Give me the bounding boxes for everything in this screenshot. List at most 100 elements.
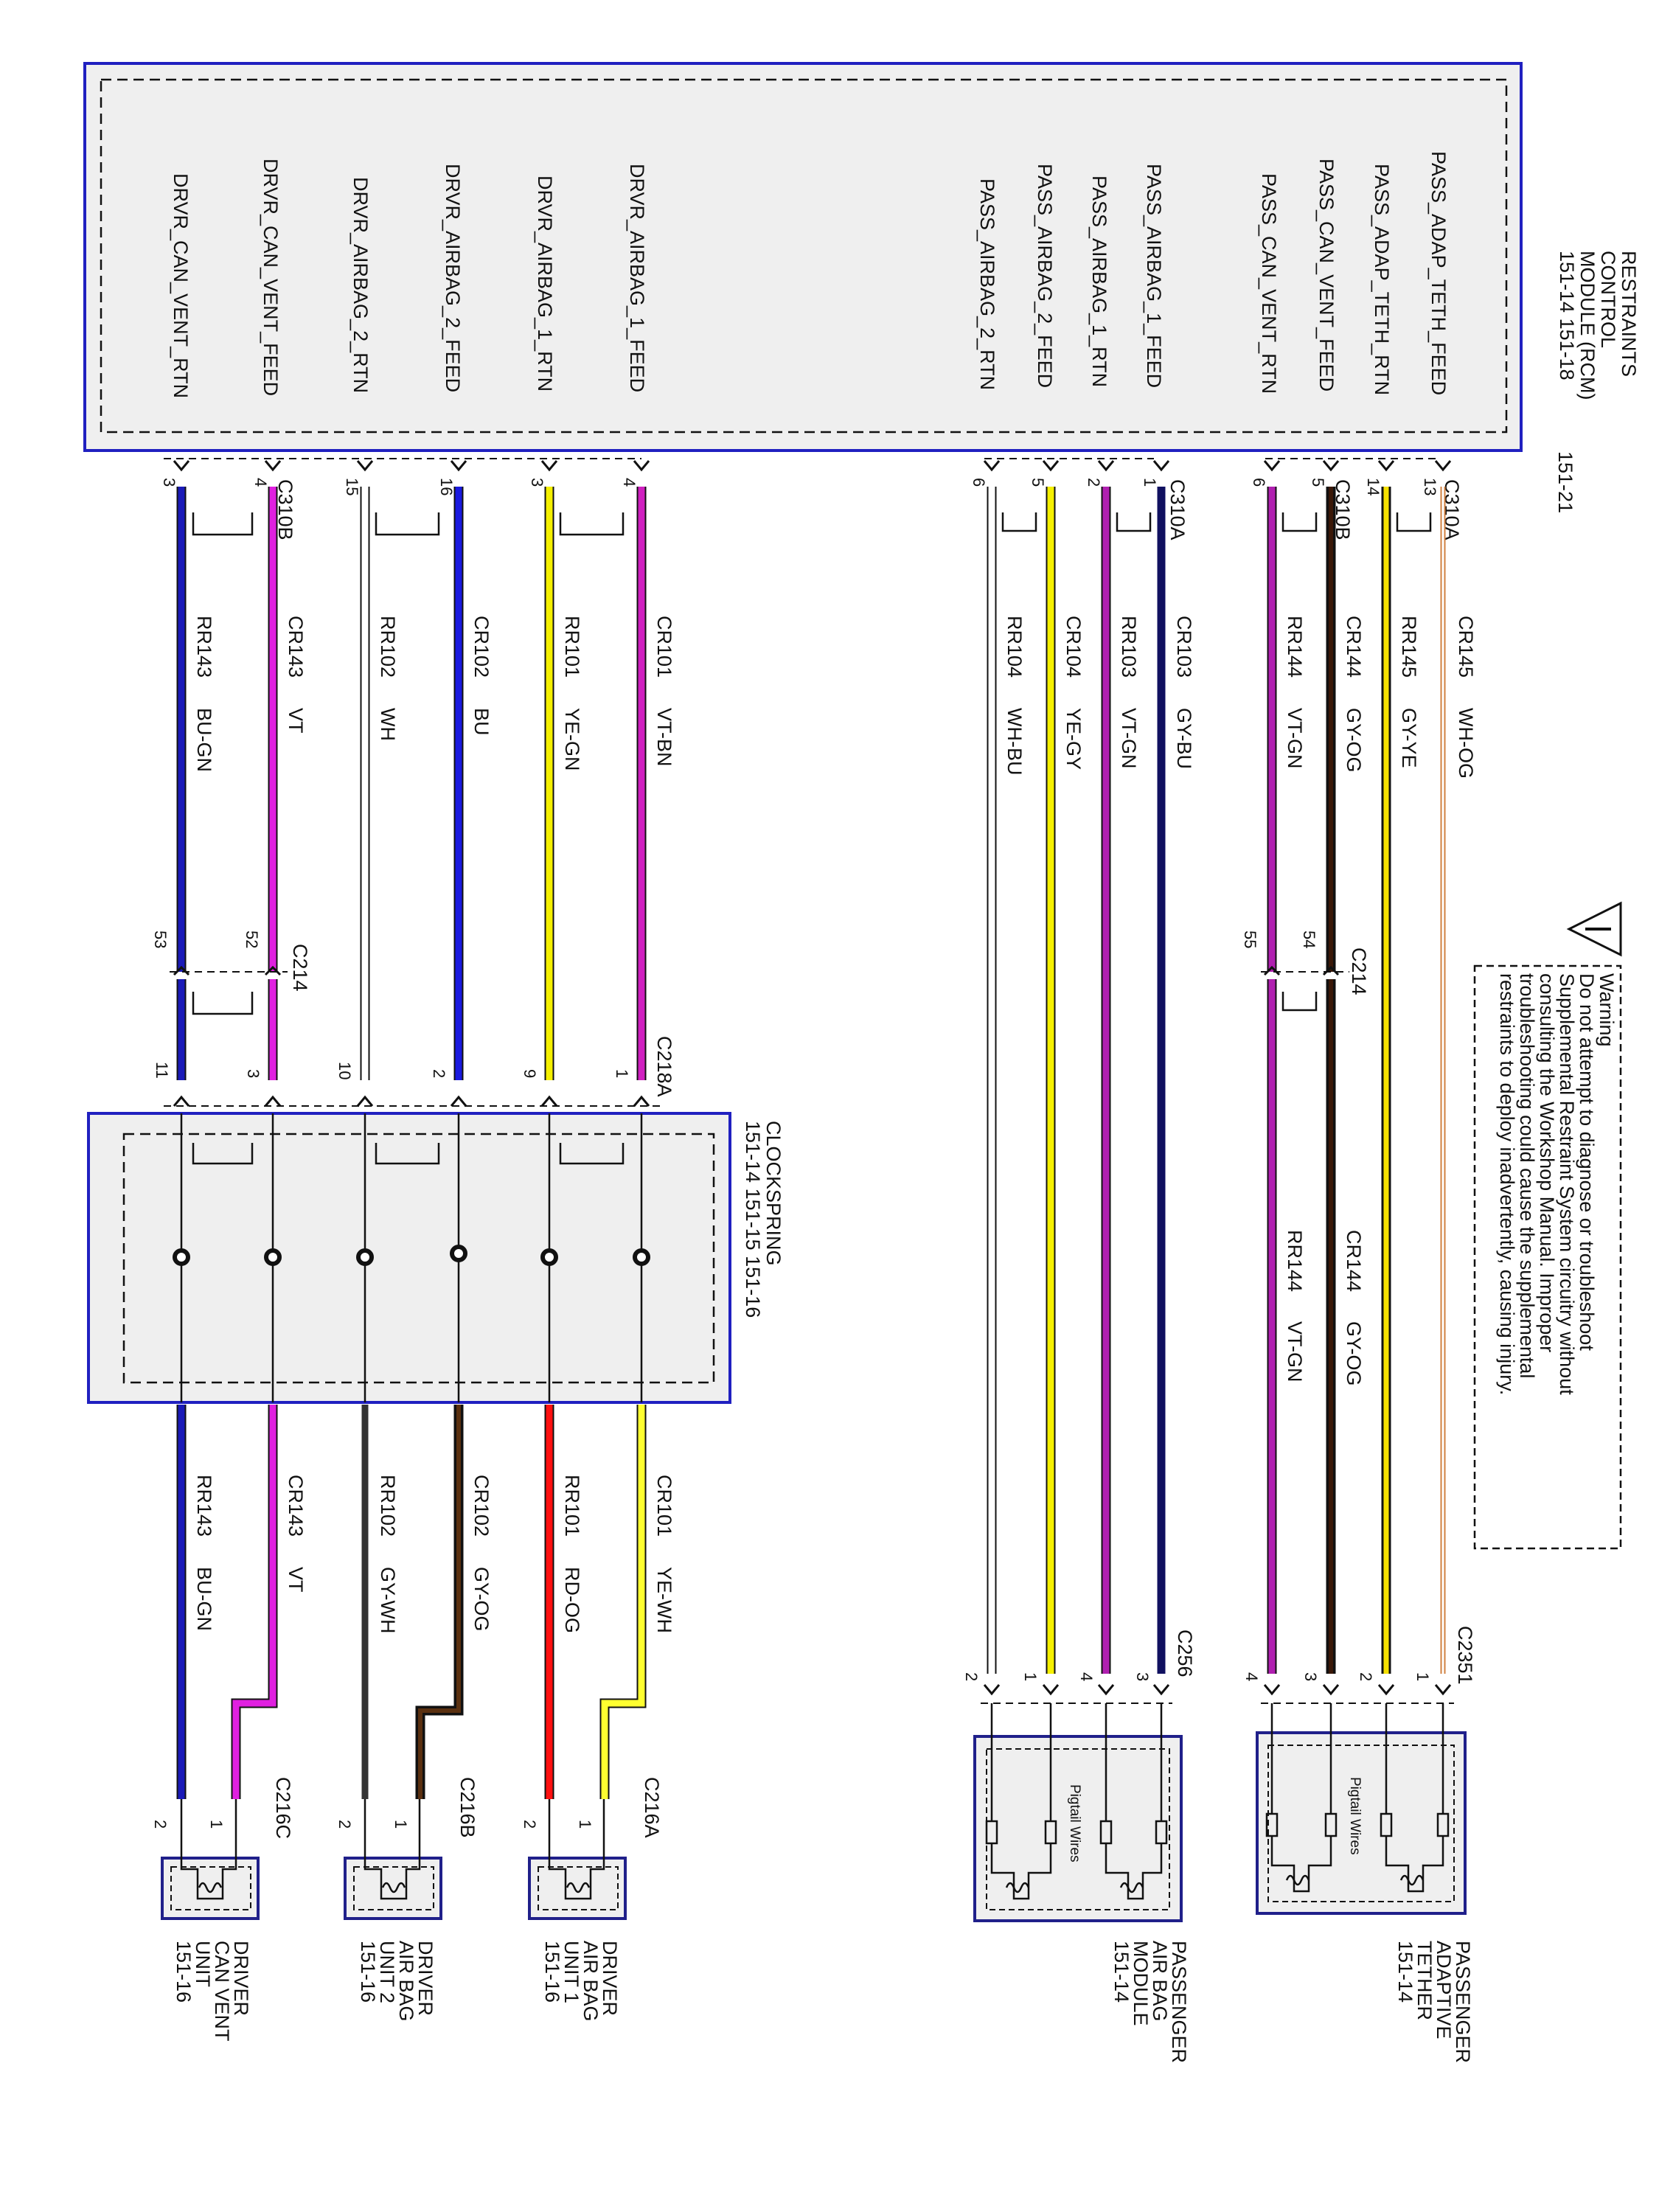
rcm-pin-label: DRVR_AIRBAG_1_FEED xyxy=(626,164,648,392)
wire-circuit-label: RR143 xyxy=(193,616,215,678)
wire-circuit-label: CR143 xyxy=(285,1475,307,1537)
pin-number: 13 xyxy=(1421,478,1439,495)
wire-color-label: GY-OG xyxy=(470,1567,493,1632)
component-label: TETHER xyxy=(1413,1941,1436,2020)
rcm-title-line-3: MODULE (RCM) xyxy=(1576,251,1599,400)
wire-color-label: VT-GN xyxy=(1284,1321,1306,1382)
passenger-adaptive-tether: Pigtail Wires xyxy=(1256,1703,1467,1915)
component-label: DRIVER xyxy=(230,1941,252,2016)
pin-number: 52 xyxy=(243,931,261,948)
passenger-airbag-module: Pigtail Wires xyxy=(973,1703,1183,1922)
pin-number: 2 xyxy=(335,1820,354,1829)
pin-number: 53 xyxy=(151,931,170,948)
passenger-airbag-harness: 6 5 2 1 RR104 WH-BU CR104 YE-GY RR103 VT… xyxy=(962,460,1196,2063)
wire-circuit-label: CR104 xyxy=(1062,616,1085,678)
wire-circuit-label: RR102 xyxy=(377,1475,399,1537)
pin-number: 11 xyxy=(153,1062,171,1079)
pin-number: 1 xyxy=(576,1820,594,1829)
wire-circuit-label: RR104 xyxy=(1004,616,1026,678)
component-label: AIR BAG xyxy=(580,1941,602,2022)
pin-number: 2 xyxy=(521,1820,539,1829)
connector-c256: C256 xyxy=(1174,1630,1196,1677)
warning-text-line: Do not attempt to diagnose or troublesho… xyxy=(1576,973,1598,1351)
rcm-pin-label: DRVR_AIRBAG_2_FEED xyxy=(442,164,464,392)
wire-color-label: VT-GN xyxy=(1284,708,1306,769)
connector-c218a: C218A xyxy=(653,1036,675,1097)
rcm-pin-label: PASS_AIRBAG_2_RTN xyxy=(976,178,998,390)
pin-number: 15 xyxy=(343,478,361,495)
connector-c2351: C2351 xyxy=(1454,1626,1476,1685)
component-label: 151-14 xyxy=(1394,1941,1416,2003)
wire-color-label: GY-YE xyxy=(1398,708,1420,768)
pigtail-label: Pigtail Wires xyxy=(1067,1784,1082,1863)
connector-c214-right-body: C214 55 54 xyxy=(1241,931,1370,1012)
component-label: 151-16 xyxy=(357,1941,379,2003)
passenger-tether-harness: 6 5 14 13 RR144 VT-GN CR144 GY-OG RR145 … xyxy=(1241,460,1477,2063)
wire-color-label: YE-GY xyxy=(1062,708,1085,770)
rcm-pin-label: PASS_AIRBAG_2_FEED xyxy=(1034,164,1056,388)
wire-circuit-label: CR102 xyxy=(470,1475,493,1537)
rcm-page-ref: 151-21 xyxy=(1554,451,1576,513)
pin-number: 4 xyxy=(1242,1672,1261,1681)
warning-text-line: Supplemental Restraint System circuitry … xyxy=(1556,973,1578,1395)
rcm-module: RESTRAINTS CONTROL MODULE (RCM) 151-14 1… xyxy=(83,62,1640,513)
component-label: DRIVER xyxy=(599,1941,621,2016)
pin-number: 2 xyxy=(151,1820,170,1829)
component-label: CAN VENT xyxy=(211,1941,233,2042)
driver-airbag-unit-2 xyxy=(344,1799,442,1920)
pin-number: 1 xyxy=(1021,1672,1040,1681)
warning-box: Warning Do not attempt to diagnose or tr… xyxy=(1473,901,1622,1550)
wire-color-label: RD-OG xyxy=(561,1567,583,1633)
pin-number: 1 xyxy=(1413,1672,1432,1681)
wire-color-label: WH-OG xyxy=(1455,708,1477,779)
rcm-pin-label: PASS_AIRBAG_1_FEED xyxy=(1143,164,1165,388)
rcm-pin-label: PASS_AIRBAG_1_RTN xyxy=(1088,175,1110,387)
component-label: 151-16 xyxy=(173,1941,195,2003)
pin-number: 1 xyxy=(613,1069,631,1078)
pin-number: 14 xyxy=(1364,478,1382,495)
component-label: UNIT xyxy=(192,1941,214,1987)
wire-circuit-label: CR103 xyxy=(1173,616,1195,678)
pin-number: 55 xyxy=(1241,931,1259,948)
rcm-title: RESTRAINTS CONTROL MODULE (RCM) 151-14 1… xyxy=(1556,251,1640,400)
wire-color-label: GY-OG xyxy=(1343,708,1365,773)
wire-color-label: GY-BU xyxy=(1173,708,1195,769)
clockspring-coils xyxy=(173,1245,650,1266)
wire-circuit-label: RR143 xyxy=(193,1475,215,1537)
rcm-pin-label: DRVR_AIRBAG_2_RTN xyxy=(349,177,372,393)
wire-circuit-label: CR101 xyxy=(653,616,675,678)
wire-color-label: VT xyxy=(285,708,307,734)
wire-color-label: GY-WH xyxy=(377,1567,399,1634)
pin-number: 1 xyxy=(1141,478,1159,487)
pin-number: 6 xyxy=(970,478,988,487)
connector-c310b-left: C310B xyxy=(274,479,296,540)
pin-number: 1 xyxy=(207,1820,226,1829)
pin-number: 6 xyxy=(1250,478,1268,487)
component-label: AIR BAG xyxy=(1149,1941,1171,2022)
rcm-pin-label: PASS_CAN_VENT_RTN xyxy=(1258,173,1280,394)
wire-circuit-label: RR101 xyxy=(561,616,583,678)
connector-c214-left-body: C214 53 52 xyxy=(151,931,311,1015)
rcm-pin-label: DRVR_CAN_VENT_FEED xyxy=(260,159,282,396)
component-label: DRIVER xyxy=(414,1941,437,2016)
rcm-title-line-1: RESTRAINTS xyxy=(1618,251,1640,377)
pigtail-label: Pigtail Wires xyxy=(1347,1777,1363,1855)
pin-number: 2 xyxy=(962,1672,981,1681)
connector-c216a: C216A xyxy=(641,1777,663,1838)
wire-color-label: GY-OG xyxy=(1343,1321,1365,1386)
connector-c216c: C216C xyxy=(272,1777,294,1839)
wire-circuit-label: RR144 xyxy=(1284,1230,1306,1292)
wire-circuit-label: RR103 xyxy=(1118,616,1140,678)
wire-circuit-label: CR144 xyxy=(1343,1230,1365,1292)
pin-number: 4 xyxy=(251,478,270,487)
rcm-pin-label: PASS_CAN_VENT_FEED xyxy=(1315,159,1338,392)
wire-circuit-label: CR145 xyxy=(1455,616,1477,678)
warning-text-line: Warning xyxy=(1596,973,1618,1047)
wire-color-label: BU xyxy=(470,708,493,736)
component-label: PASSENGER xyxy=(1452,1941,1474,2063)
driver-wire-harness: 3 4 15 16 3 4 RR143 BU-GN CR143 VT RR102… xyxy=(151,460,675,1107)
pin-number: 2 xyxy=(1357,1672,1375,1681)
rcm-driver-connector-pins xyxy=(173,460,650,472)
pin-number: 3 xyxy=(528,478,546,487)
